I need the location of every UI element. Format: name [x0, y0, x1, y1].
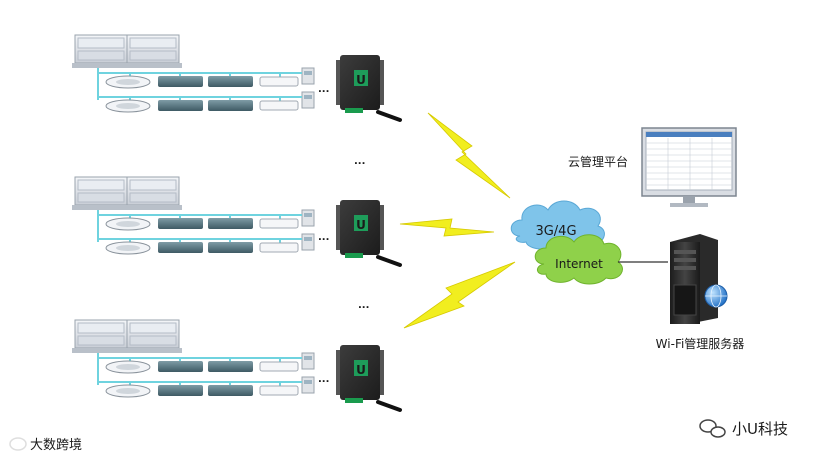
server-tower: [670, 234, 718, 324]
cloud-internet-label: Internet: [555, 257, 603, 271]
lightning-bolt: [403, 261, 516, 329]
iot-gateway: [334, 198, 402, 267]
wifi-server-label: Wi-Fi管理服务器: [656, 336, 745, 351]
ellipsis-row-3: ...: [318, 374, 329, 385]
lightning-bolt: [427, 112, 511, 199]
gateway-badge-3: U: [356, 363, 366, 377]
gateway-badge-1: U: [356, 73, 366, 87]
globe-icon: [704, 284, 728, 308]
wechat-icon: [9, 437, 27, 451]
ellipsis-between-1: ...: [354, 156, 365, 167]
lightning-bolt: [399, 218, 495, 237]
ellipsis-row-1: ...: [318, 84, 329, 95]
watermark-left: 大数跨境: [30, 438, 82, 453]
gateway-badge-2: U: [356, 218, 366, 232]
watermark-right: 小U科技: [732, 420, 788, 438]
iot-gateway: [334, 343, 402, 412]
monitor: [641, 127, 737, 207]
cloud-platform-label: 云管理平台: [568, 154, 628, 169]
ellipsis-row-2: ...: [318, 232, 329, 243]
cloud-3g-label: 3G/4G: [535, 224, 576, 239]
iot-gateway: [334, 53, 402, 122]
ellipsis-between-2: ...: [358, 300, 369, 311]
wechat-icon: [699, 419, 726, 438]
